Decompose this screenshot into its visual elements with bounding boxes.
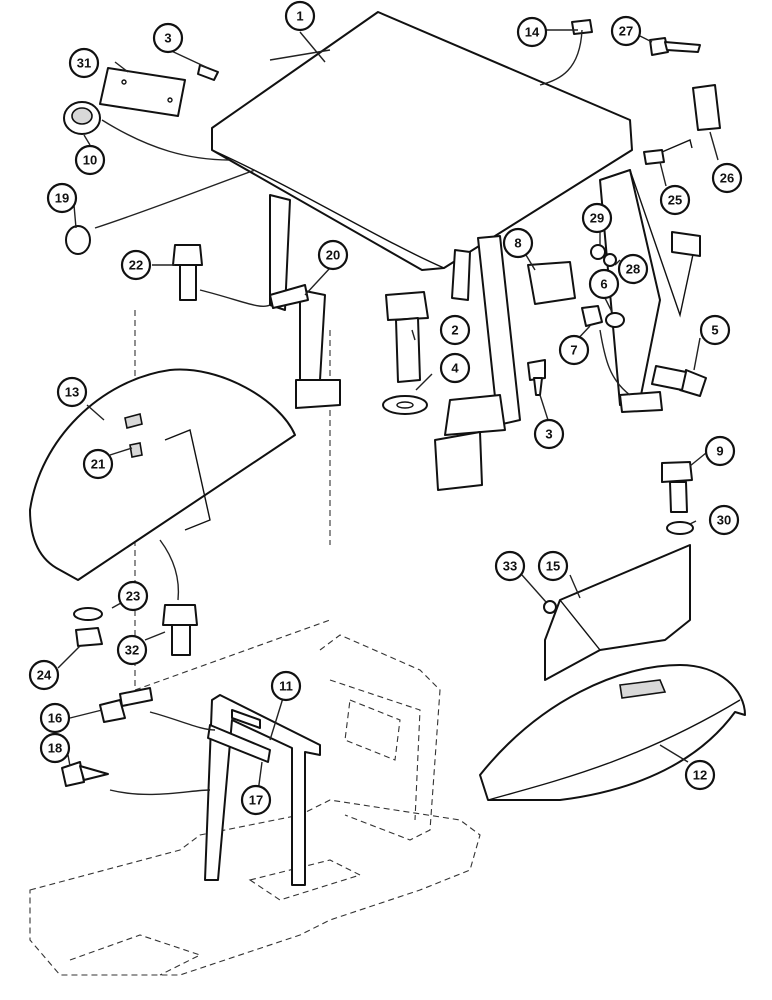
callout-6: 6 bbox=[588, 268, 620, 300]
callout-2: 2 bbox=[439, 314, 471, 346]
callout-1: 1 bbox=[284, 0, 316, 32]
svg-text:16: 16 bbox=[48, 711, 62, 726]
callout-23: 23 bbox=[117, 580, 149, 612]
svg-text:30: 30 bbox=[717, 513, 731, 528]
callout-10: 10 bbox=[74, 144, 106, 176]
callouts: 1 2 3 3 4 5 6 7 8 9 10 11 12 13 14 15 16… bbox=[28, 0, 743, 816]
dash-panel-frame bbox=[204, 694, 321, 886]
callout-14: 14 bbox=[516, 16, 548, 48]
callout-20: 20 bbox=[317, 239, 349, 271]
callout-18: 18 bbox=[39, 732, 71, 764]
callout-11: 11 bbox=[270, 670, 302, 702]
canopy-roof bbox=[211, 11, 633, 271]
svg-text:22: 22 bbox=[129, 258, 143, 273]
svg-text:27: 27 bbox=[619, 24, 633, 39]
callout-5: 5 bbox=[699, 314, 731, 346]
svg-text:24: 24 bbox=[37, 668, 52, 683]
callout-27: 27 bbox=[610, 15, 642, 47]
svg-text:23: 23 bbox=[126, 589, 140, 604]
svg-text:33: 33 bbox=[503, 559, 517, 574]
callout-31: 31 bbox=[68, 47, 100, 79]
svg-text:2: 2 bbox=[451, 323, 458, 338]
svg-text:14: 14 bbox=[525, 25, 540, 40]
svg-text:31: 31 bbox=[77, 56, 91, 71]
svg-text:21: 21 bbox=[91, 457, 105, 472]
svg-text:5: 5 bbox=[711, 323, 718, 338]
svg-text:3: 3 bbox=[164, 31, 171, 46]
callout-30: 30 bbox=[708, 504, 740, 536]
leader-lines bbox=[57, 29, 719, 796]
front-fender-right bbox=[479, 664, 746, 801]
svg-text:17: 17 bbox=[249, 793, 263, 808]
svg-text:8: 8 bbox=[514, 236, 521, 251]
svg-text:18: 18 bbox=[48, 741, 62, 756]
svg-text:10: 10 bbox=[83, 153, 97, 168]
svg-text:26: 26 bbox=[720, 171, 734, 186]
callout-3-mid: 3 bbox=[533, 418, 565, 450]
svg-text:13: 13 bbox=[65, 385, 79, 400]
svg-text:9: 9 bbox=[716, 444, 723, 459]
svg-text:32: 32 bbox=[125, 643, 139, 658]
callout-21: 21 bbox=[82, 448, 114, 480]
side-panel bbox=[544, 544, 691, 681]
callout-12: 12 bbox=[684, 759, 716, 791]
callout-28: 28 bbox=[617, 253, 649, 285]
callout-7: 7 bbox=[558, 334, 590, 366]
svg-text:4: 4 bbox=[451, 361, 459, 376]
callout-24: 24 bbox=[28, 659, 60, 691]
rear-fender-left bbox=[29, 368, 296, 581]
callout-9: 9 bbox=[704, 435, 736, 467]
hardware-parts bbox=[61, 19, 721, 787]
callout-4: 4 bbox=[439, 352, 471, 384]
callout-8: 8 bbox=[502, 227, 534, 259]
svg-text:11: 11 bbox=[279, 679, 293, 694]
svg-text:28: 28 bbox=[626, 262, 640, 277]
callout-16: 16 bbox=[39, 702, 71, 734]
svg-text:25: 25 bbox=[668, 193, 682, 208]
svg-text:7: 7 bbox=[570, 343, 577, 358]
callout-25: 25 bbox=[659, 184, 691, 216]
svg-text:12: 12 bbox=[693, 768, 707, 783]
svg-text:1: 1 bbox=[296, 9, 303, 24]
rops-frame bbox=[269, 169, 701, 491]
callout-3-top: 3 bbox=[152, 22, 184, 54]
callout-26: 26 bbox=[711, 162, 743, 194]
callout-32: 32 bbox=[116, 634, 148, 666]
callout-17: 17 bbox=[240, 784, 272, 816]
callout-33: 33 bbox=[494, 550, 526, 582]
callout-13: 13 bbox=[56, 376, 88, 408]
svg-text:15: 15 bbox=[546, 559, 560, 574]
callout-29: 29 bbox=[581, 202, 613, 234]
callout-19: 19 bbox=[46, 182, 78, 214]
svg-text:29: 29 bbox=[590, 211, 604, 226]
callout-22: 22 bbox=[120, 249, 152, 281]
svg-text:6: 6 bbox=[600, 277, 607, 292]
callout-15: 15 bbox=[537, 550, 569, 582]
svg-text:19: 19 bbox=[55, 191, 69, 206]
svg-text:3: 3 bbox=[545, 427, 552, 442]
svg-text:20: 20 bbox=[326, 248, 340, 263]
